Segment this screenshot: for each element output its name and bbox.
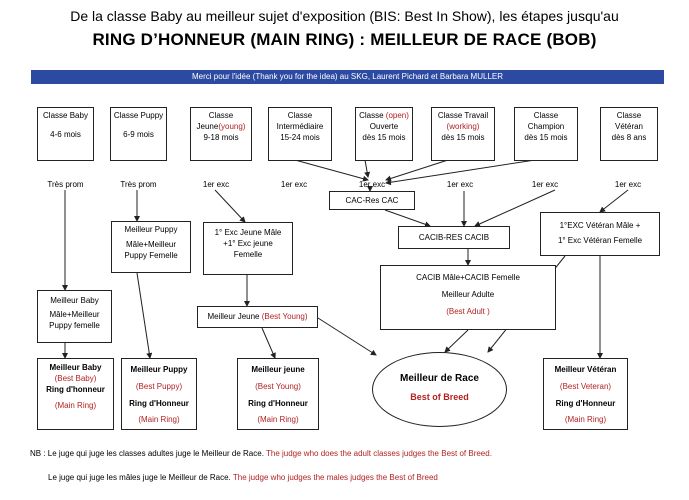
class-age: 6-9 mois [123,129,154,139]
class-label: Classe Baby [43,111,88,120]
class-age: dès 15 mois [441,132,485,142]
title-line-1: De la classe Baby au meilleur sujet d'ex… [70,8,619,24]
class-label-en: (open) [385,111,409,120]
final-box-jeune: Meilleur jeune (Best Young) Ring d'Honne… [237,358,319,430]
cac-box: CAC-Res CAC [329,191,415,210]
meilleur-jeune-box: Meilleur Jeune (Best Young) [197,306,318,328]
class-box-baby: Classe Baby 4-6 mois [37,107,94,161]
line: Puppy Femelle [124,250,178,260]
line: 1° Exc Jeune Mâle [214,228,282,237]
line: 1°EXC Vétéran Mâle + [559,221,641,230]
line: Meilleur Puppy [124,225,178,234]
class-age: dès 15 mois [524,132,568,142]
note-1-en: The judge who does the adult classes jud… [263,449,492,458]
exc-jeune-box: 1° Exc Jeune Mâle +1° Exc jeune Femelle [203,222,293,275]
line: +1° Exc jeune [223,238,273,248]
note-1: NB : Le juge qui juge les classes adulte… [30,449,492,458]
line: CACIB Mâle+CACIB Femelle [416,273,520,282]
line: Mâle+Meilleur [125,239,177,249]
credit-banner: Merci pour l'idée (Thank you for the ide… [31,70,664,84]
meilleur-baby-box: Meilleur Baby Mâle+Meilleur Puppy femell… [37,290,112,343]
class-label: Classe [533,111,559,120]
best-of-breed-ellipse: Meilleur de Race Best of Breed [372,352,507,427]
class-box-champion: Classe Champion dès 15 mois [514,107,578,161]
result-intermediaire: 1er exc [280,180,308,189]
final-ring: Ring d'honneur [46,384,105,394]
bob-best: Best of Breed [410,392,469,402]
class-box-veteran: Classe Vétéran dès 8 ans [600,107,658,161]
note-2-fr: Le juge qui juge les mâles juge le Meill… [48,473,231,482]
note-1-fr: NB : Le juge qui juge les classes adulte… [30,449,264,458]
note-2-en: The judge who judges the males judges th… [230,473,438,482]
class-age: 15-24 mois [280,132,320,142]
cacib-male-femelle-box: CACIB Mâle+CACIB Femelle Meilleur Adulte… [380,265,556,330]
exc-veteran-box: 1°EXC Vétéran Mâle + 1° Exc Vétéran Feme… [540,212,660,256]
class-box-puppy: Classe Puppy 6-9 mois [110,107,167,161]
line: Meilleur Baby [50,296,99,305]
class-age: 9-18 mois [203,132,239,142]
class-box-ouverte: Classe (open) Ouverte dès 15 mois [355,107,413,161]
final-main: (Main Ring) [257,415,299,425]
result-puppy: Très prom [120,180,157,189]
class-label: Classe [359,111,386,120]
final-main: (Main Ring) [564,415,607,425]
result-ouverte: 1er exc [358,180,386,189]
class-label-2: Jeune [196,121,219,131]
final-best: (Best Baby) [54,373,97,383]
class-label-2-en: (young) [218,121,246,131]
cacib-box: CACIB-RES CACIB [398,226,510,249]
class-age: dès 15 mois [362,132,406,142]
class-label-2-en: (working) [446,121,480,131]
final-ring: Ring d'Honneur [129,398,189,408]
class-box-jeune: Classe Jeune(young) 9-18 mois [190,107,252,161]
class-label-2: Vétéran [614,121,644,131]
final-ring: Ring d'Honneur [248,398,308,408]
class-label: Classe [616,111,642,120]
result-veteran: 1er exc [614,180,642,189]
final-best: (Best Puppy) [135,381,183,391]
class-label: Classe [208,111,234,120]
class-box-intermediaire: Classe Intermédiaire 15-24 mois [268,107,332,161]
final-best: (Best Young) [255,381,301,391]
final-name: Meilleur jeune [251,365,305,374]
line: Mâle+Meilleur [49,309,100,319]
final-best: (Best Veteran) [559,381,612,391]
final-box-puppy: Meilleur Puppy (Best Puppy) Ring d'Honne… [121,358,197,430]
class-label: Classe Travail [437,111,489,120]
result-baby: Très prom [47,180,84,189]
line: Femelle [233,249,263,259]
final-ring: Ring d'Honneur [555,398,616,408]
result-travail: 1er exc [446,180,474,189]
class-label-2: Champion [527,121,565,131]
class-age: 4-6 mois [50,129,81,139]
line: 1° Exc Vétéran Femelle [557,235,643,245]
final-name: Meilleur Baby [49,363,102,372]
final-name: Meilleur Puppy [130,365,188,374]
final-box-veteran: Meilleur Vétéran (Best Veteran) Ring d'H… [543,358,628,430]
class-label: Classe Puppy [113,111,164,120]
final-main: (Main Ring) [54,401,97,411]
note-2: Le juge qui juge les mâles juge le Meill… [48,473,438,482]
class-label-2: Intermédiaire [276,121,324,131]
class-label-2: Ouverte [369,121,399,131]
meilleur-puppy-box: Meilleur Puppy Mâle+Meilleur Puppy Femel… [111,221,191,273]
best-young-label: (Best Young) [261,312,308,321]
result-jeune: 1er exc [202,180,230,189]
final-name: Meilleur Vétéran [554,365,617,374]
best-adult-label: (Best Adult ) [446,306,490,316]
class-age: dès 8 ans [611,132,647,142]
line: Meilleur Adulte [441,289,495,299]
title-line-2: RING D’HONNEUR (MAIN RING) : MEILLEUR DE… [92,30,597,49]
class-box-travail: Classe Travail (working) dès 15 mois [431,107,495,161]
final-box-baby: Meilleur Baby (Best Baby) Ring d'honneur… [37,358,114,430]
final-main: (Main Ring) [138,415,180,425]
bob-name: Meilleur de Race [400,373,479,384]
line: Meilleur Jeune [207,312,262,321]
line: Puppy femelle [49,320,100,330]
class-label: Classe [287,111,313,120]
result-champion: 1er exc [531,180,559,189]
